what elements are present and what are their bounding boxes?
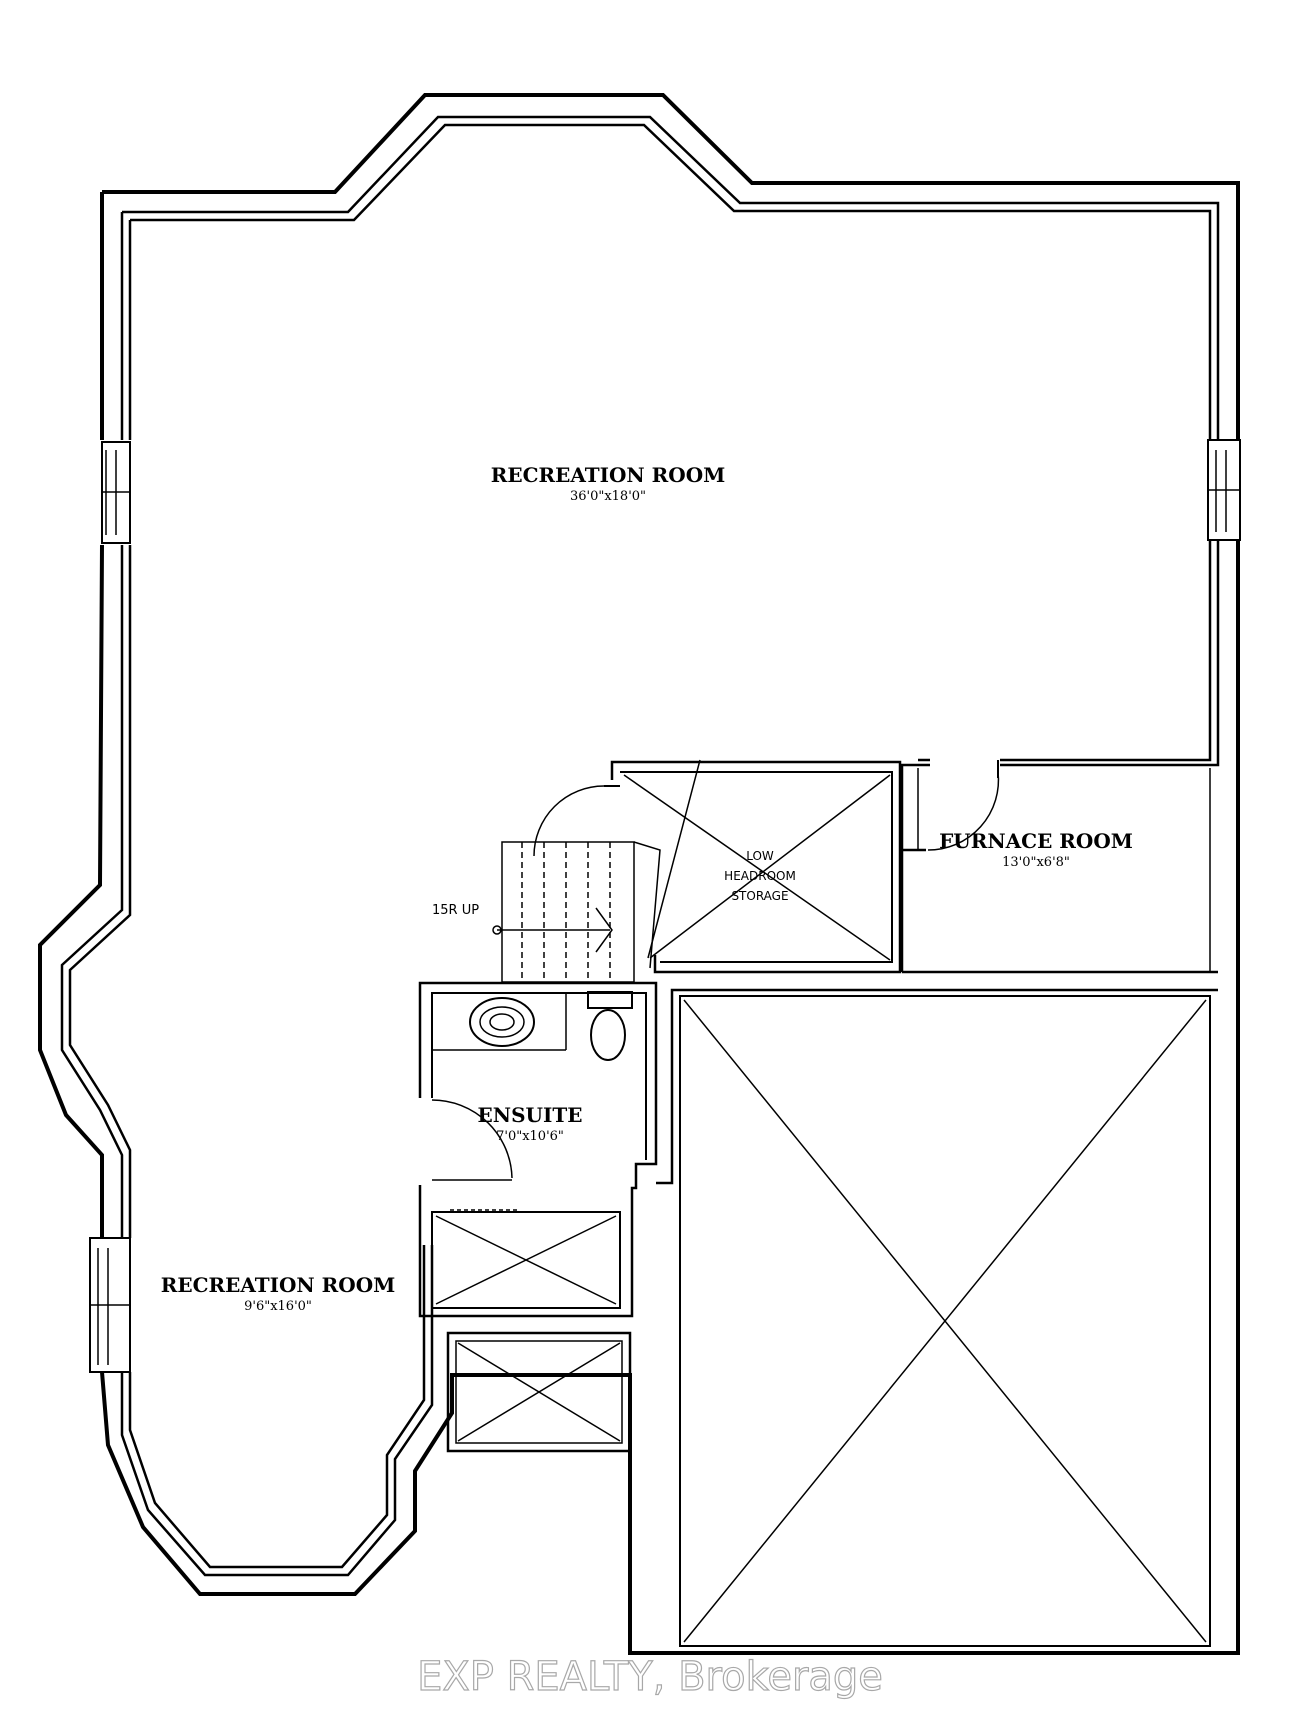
toilet-bowl — [590, 1009, 626, 1061]
furnace-room-dims: 13'0"x6'8" — [1002, 855, 1070, 870]
closet — [446, 1331, 632, 1453]
left-wall-inner-2 — [68, 220, 426, 1569]
shower — [431, 1211, 621, 1309]
ensuite-room — [418, 981, 658, 1318]
ensuite-dims: 7'0"x10'6" — [496, 1129, 564, 1144]
storage-area — [610, 759, 902, 974]
exterior-wall-outer — [38, 93, 1240, 1655]
storage-label-line3: STORAGE — [731, 889, 788, 903]
furnace-room-name: FURNACE ROOM — [939, 829, 1133, 853]
unexcavated-area — [656, 988, 1218, 1647]
toilet-tank — [587, 991, 633, 1009]
ensuite-door-swing — [431, 1099, 513, 1179]
stair-door-swing — [533, 785, 605, 857]
recreation-room-small-name: RECREATION ROOM — [161, 1273, 396, 1297]
storage-label-line1: LOW — [746, 849, 774, 863]
exterior-wall-inner — [122, 115, 1220, 852]
stairs-label: 15R UP — [432, 903, 479, 918]
exterior-wall-inner-2 — [130, 123, 1212, 762]
storage-label-line2: HEADROOM — [724, 869, 796, 883]
staircase — [492, 785, 661, 983]
recreation-room-main-dims: 36'0"x18'0" — [570, 489, 646, 504]
window-left-top — [101, 441, 131, 544]
brokerage-watermark: EXP REALTY, Brokerage — [417, 1654, 883, 1700]
furnace-door-swing — [927, 771, 1000, 851]
window-right — [1207, 439, 1241, 541]
sink — [469, 997, 535, 1047]
recreation-room-small-dims: 9'6"x16'0" — [244, 1299, 312, 1314]
furnace-room-walls — [900, 760, 1218, 974]
window-left-bottom — [89, 1237, 131, 1373]
ensuite-name: ENSUITE — [478, 1103, 583, 1127]
left-wall-inner — [60, 212, 434, 1577]
recreation-room-main-name: RECREATION ROOM — [491, 463, 726, 487]
